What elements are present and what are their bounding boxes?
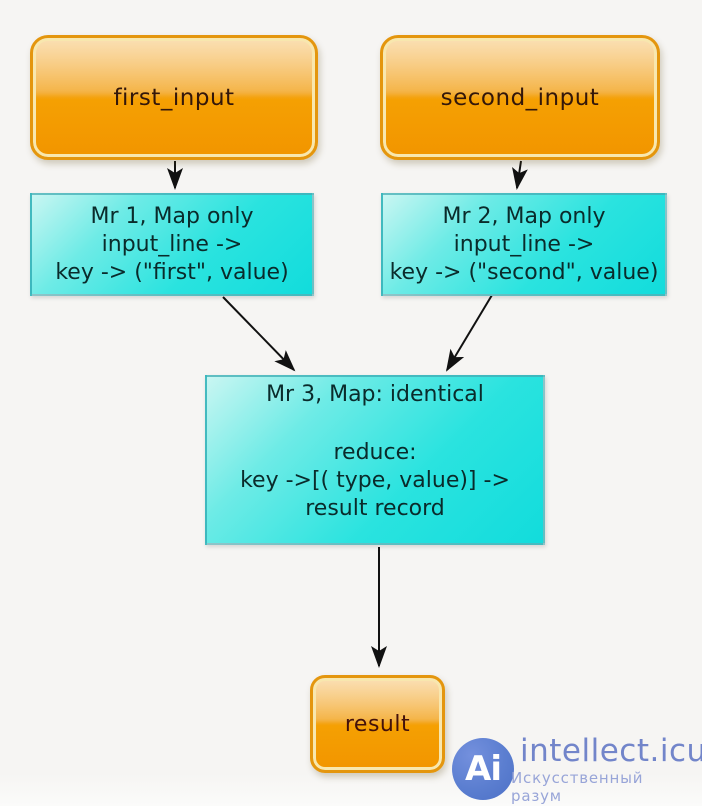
node-mr2: Mr 2, Map only input_line -> key -> ("se… (381, 193, 667, 296)
node-first-input: first_input (30, 35, 318, 160)
node-mr3-line: key ->[( type, value)] -> (240, 468, 510, 493)
watermark-tagline: Искусственный разум (511, 769, 644, 805)
node-mr3: Mr 3, Map: identical reduce: key ->[( ty… (205, 375, 545, 545)
node-second-input-label: second_input (440, 84, 600, 111)
node-mr1-line: Mr 1, Map only (90, 203, 254, 229)
ai-logo-text: Ai (465, 749, 502, 789)
node-second-input: second_input (380, 35, 660, 160)
node-mr1: Mr 1, Map only input_line -> key -> ("fi… (30, 193, 314, 296)
arrow-second-to-mr2 (512, 160, 528, 190)
node-mr1-line: input_line -> (101, 231, 243, 257)
node-mr3-title: Mr 3, Map: identical (266, 382, 484, 407)
arrow-mr2-to-mr3 (445, 294, 493, 372)
ai-logo-icon: Ai (452, 738, 514, 800)
node-mr2-line: input_line -> (453, 231, 595, 257)
watermark-brand: intellect.icu (520, 733, 702, 769)
node-mr1-line: key -> ("first", value) (55, 259, 289, 285)
node-first-input-label: first_input (113, 84, 235, 111)
node-mr2-line: key -> ("second", value) (389, 259, 659, 285)
node-result: result (310, 675, 445, 773)
node-result-label: result (344, 711, 411, 737)
node-mr3-spacer (207, 409, 543, 439)
node-mr2-line: Mr 2, Map only (442, 203, 606, 229)
arrow-mr1-to-mr3 (222, 296, 296, 372)
node-mr3-line: result record (305, 496, 445, 521)
node-mr3-line: reduce: (333, 440, 417, 465)
